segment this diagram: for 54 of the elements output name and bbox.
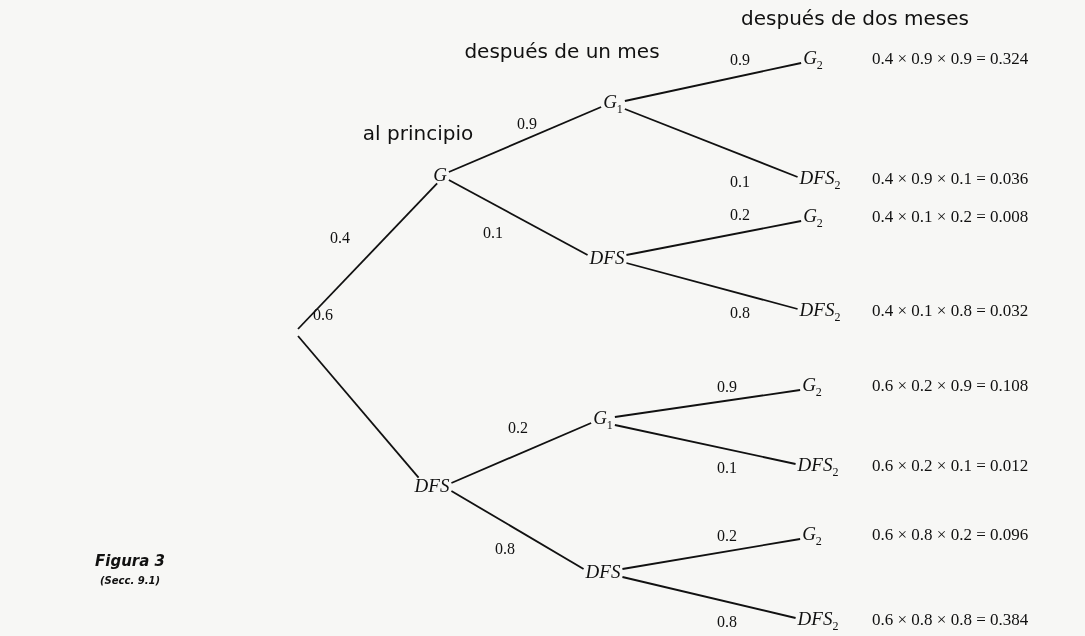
- probability-product: 0.6 × 0.2 × 0.9 = 0.108: [872, 377, 1029, 396]
- branch-line: [613, 424, 797, 465]
- branch-line: [623, 62, 803, 102]
- state-label: DFS: [585, 561, 621, 583]
- edge-label: 0.9: [730, 51, 750, 69]
- branch-line: [613, 389, 802, 418]
- state-label: DFS: [414, 475, 450, 497]
- column-heading: después de dos meses: [741, 7, 969, 29]
- state-label: DFS$_{2}$: [797, 609, 839, 633]
- edge-label: 0.4: [330, 229, 350, 247]
- probability-product: 0.6 × 0.2 × 0.1 = 0.012: [872, 457, 1029, 476]
- branch-line: [450, 422, 593, 484]
- probability-product: 0.6 × 0.8 × 0.2 = 0.096: [872, 526, 1029, 545]
- edge-label: 0.1: [717, 459, 737, 477]
- branch-line: [447, 179, 589, 256]
- state-label: G$_{2}$: [802, 524, 822, 548]
- branch-line: [623, 108, 799, 178]
- edge-label: 0.2: [508, 419, 528, 437]
- state-label: DFS$_{2}$: [799, 300, 841, 324]
- edge-label: 0.8: [717, 613, 737, 631]
- branch-line: [621, 576, 797, 619]
- edge-label: 0.2: [730, 206, 750, 224]
- probability-product: 0.4 × 0.1 × 0.8 = 0.032: [872, 302, 1029, 321]
- branch-line: [621, 538, 802, 570]
- state-label: G: [433, 164, 447, 186]
- section-reference: (Secc. 9.1): [100, 574, 160, 586]
- state-label: DFS$_{2}$: [799, 168, 841, 192]
- column-heading: después de un mes: [464, 40, 660, 62]
- edge-label: 0.9: [717, 378, 737, 396]
- probability-product: 0.4 × 0.1 × 0.2 = 0.008: [872, 208, 1029, 227]
- branch-line: [625, 220, 803, 256]
- branch-line: [297, 182, 439, 330]
- branch-line: [297, 335, 420, 479]
- edge-label: 0.1: [483, 224, 503, 242]
- edge-label: 0.2: [717, 527, 737, 545]
- branch-line: [625, 262, 799, 310]
- state-label: G$_{2}$: [803, 206, 823, 230]
- branch-line: [450, 490, 585, 570]
- column-heading: al principio: [362, 122, 474, 144]
- probability-product: 0.4 × 0.9 × 0.9 = 0.324: [872, 50, 1029, 69]
- branch-line: [447, 106, 603, 173]
- state-label: DFS: [589, 247, 625, 269]
- figure-caption: Figura 3: [95, 552, 165, 570]
- edge-label: 0.8: [730, 304, 750, 322]
- state-label: DFS$_{2}$: [797, 455, 839, 479]
- edge-label: 0.8: [495, 540, 515, 558]
- probability-product: 0.4 × 0.9 × 0.1 = 0.036: [872, 170, 1029, 189]
- state-label: G$_{2}$: [802, 375, 822, 399]
- state-label: G$_{1}$: [603, 92, 623, 116]
- state-label: G$_{2}$: [803, 48, 823, 72]
- state-label: G$_{1}$: [593, 408, 613, 432]
- edge-label: 0.1: [730, 173, 750, 191]
- probability-product: 0.6 × 0.8 × 0.8 = 0.384: [872, 611, 1029, 630]
- edge-label: 0.9: [517, 115, 537, 133]
